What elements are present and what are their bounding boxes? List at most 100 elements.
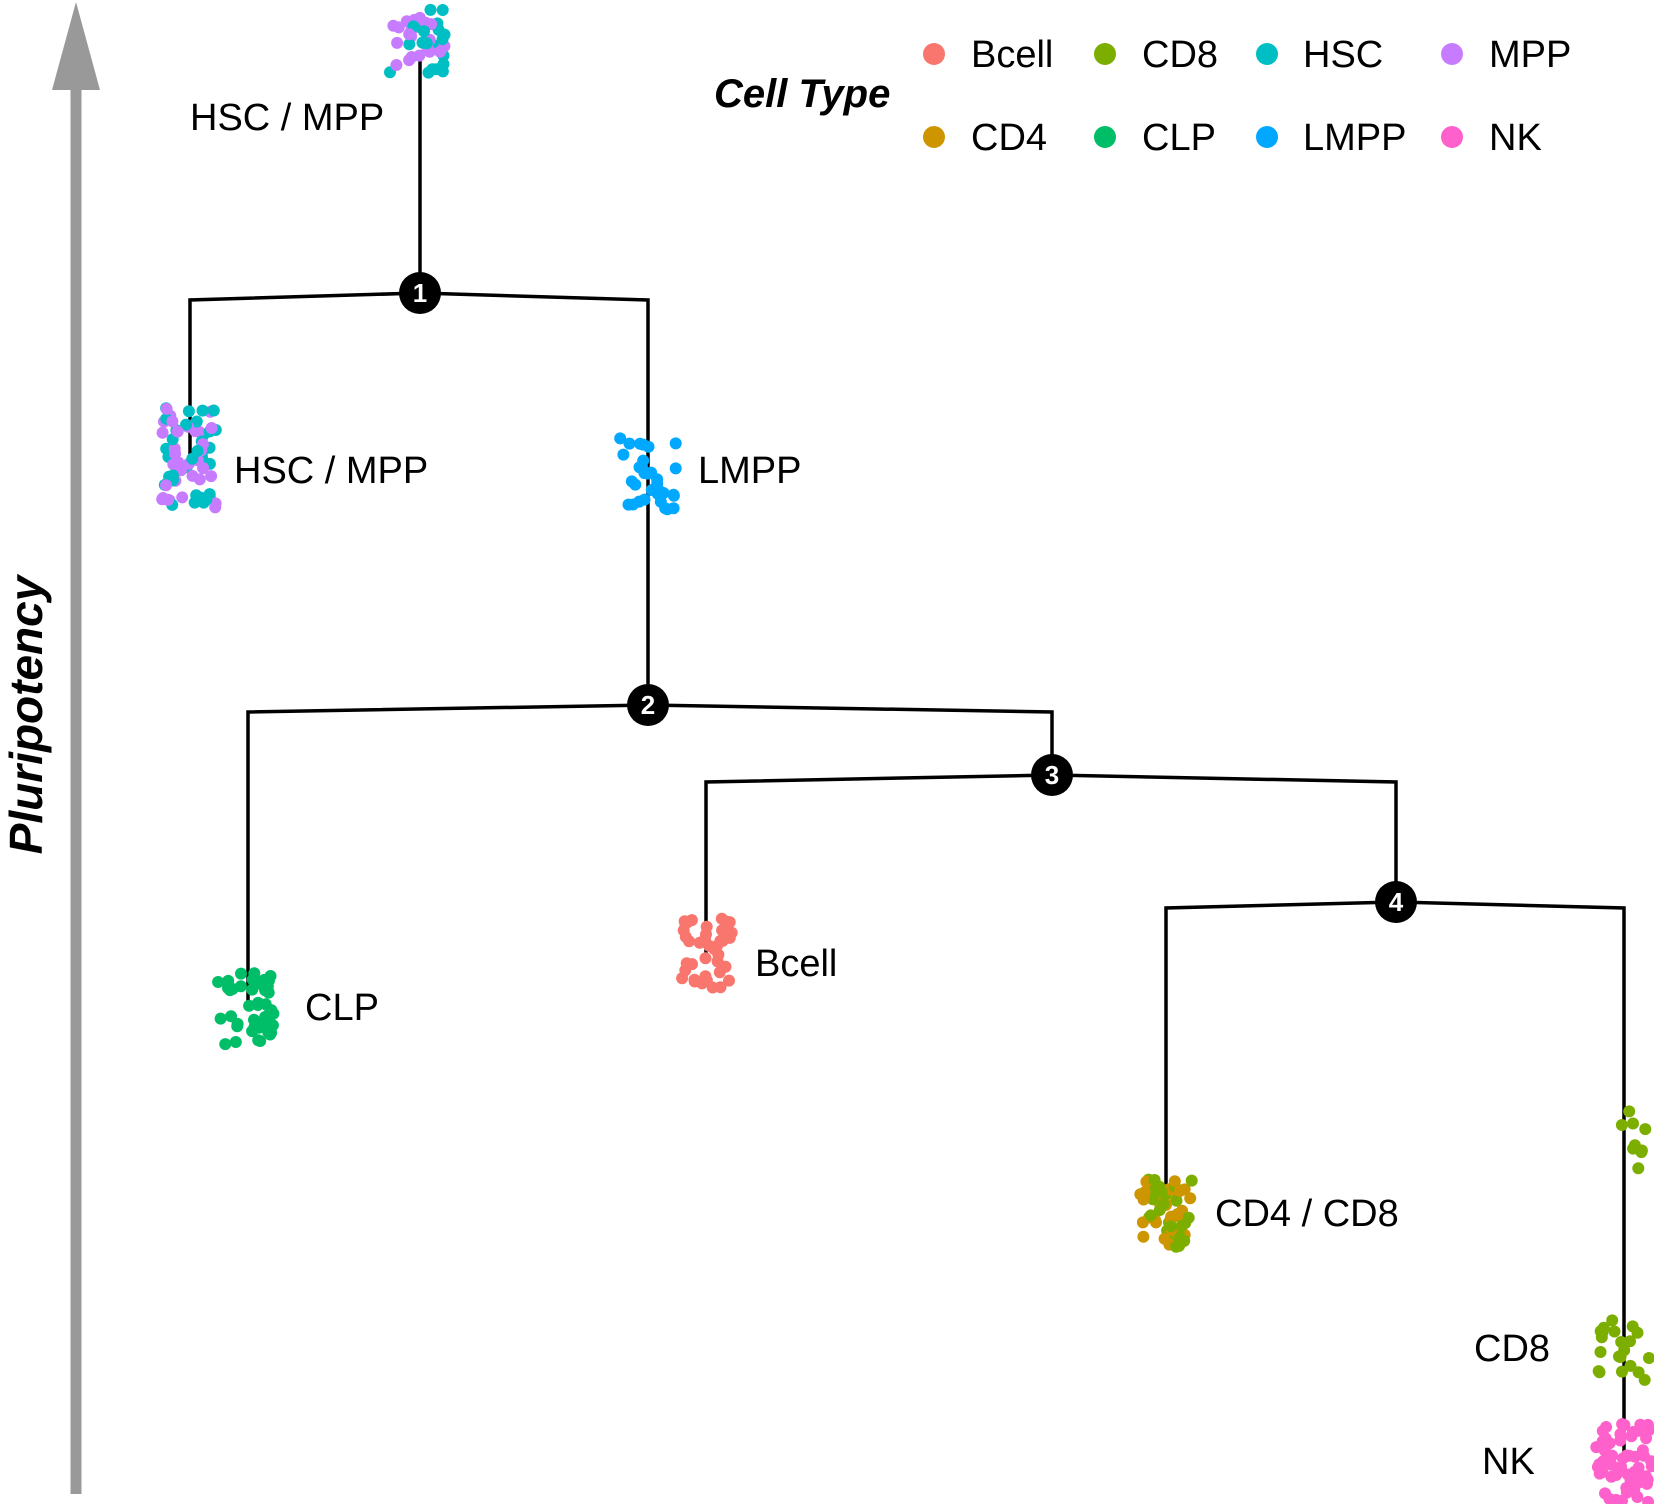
cell-point-nk — [1590, 1441, 1603, 1454]
branch-node-3: 3 — [1031, 754, 1073, 796]
cell-point-hsc — [420, 37, 433, 50]
cell-point-mpp — [205, 422, 218, 434]
branch-node-3-label: 3 — [1045, 760, 1059, 790]
legend: Cell Type Bcell CD8 HSC MPP CD4 CLP LMPP — [714, 34, 1571, 159]
cell-point-mpp — [387, 19, 400, 32]
cell-point-cd8 — [1627, 1117, 1639, 1130]
cell-point-cd8 — [1594, 1346, 1607, 1358]
cell-point-clp — [231, 1020, 244, 1033]
cell-point-mpp — [176, 491, 189, 504]
cell-point-mpp — [391, 36, 404, 49]
cluster-cd4-cd8 — [1134, 1173, 1198, 1253]
cell-point-mpp — [413, 49, 426, 62]
cell-point-hsc — [191, 444, 204, 457]
edge-node2-split — [246, 703, 1054, 1002]
cell-point-cd4 — [1136, 1216, 1149, 1229]
tree-edges — [188, 50, 1626, 1458]
cell-point-clp — [254, 1035, 267, 1047]
cluster-labels: HSC / MPP HSC / MPP LMPP CLP Bcell CD4 /… — [190, 97, 1550, 1483]
cell-point-cd8 — [1623, 1105, 1636, 1118]
cell-point-cd8 — [1175, 1219, 1188, 1232]
branch-node-1-label: 1 — [413, 278, 427, 308]
label-hsc-mpp: HSC / MPP — [234, 450, 428, 492]
cell-point-cd8 — [1165, 1220, 1178, 1233]
cell-point-hsc — [188, 496, 201, 509]
cluster-nk — [1590, 1418, 1654, 1504]
legend-title: Cell Type — [714, 72, 890, 116]
cell-point-bcell — [714, 981, 727, 994]
cell-point-nk — [1610, 1469, 1623, 1481]
cell-point-hsc — [424, 3, 437, 16]
cell-point-clp — [257, 1016, 270, 1029]
cell-point-cd8 — [1631, 1326, 1644, 1339]
cell-point-hsc — [430, 63, 443, 76]
cell-point-cd8 — [1639, 1123, 1652, 1136]
cell-point-mpp — [171, 425, 184, 438]
cell-point-nk — [1614, 1428, 1627, 1441]
cell-point-hsc — [190, 415, 203, 428]
cell-point-mpp — [160, 402, 173, 415]
cell-point-nk — [1640, 1432, 1653, 1445]
cell-point-cd8 — [1643, 1352, 1654, 1364]
cell-point-lmpp — [614, 432, 627, 445]
cell-point-clp — [248, 1013, 260, 1026]
cell-point-nk — [1645, 1460, 1654, 1473]
label-cd4-cd8: CD4 / CD8 — [1215, 1193, 1399, 1235]
legend-item-mpp: MPP — [1441, 34, 1571, 76]
cell-point-bcell — [716, 924, 729, 937]
axis-arrow-head — [52, 2, 100, 90]
cluster-clp — [212, 967, 280, 1051]
legend-swatch-cd8 — [1094, 43, 1116, 65]
cell-point-cd4 — [1137, 1193, 1150, 1206]
cell-point-cd8 — [1146, 1193, 1159, 1206]
legend-label-bcell: Bcell — [971, 34, 1053, 76]
cell-point-nk — [1633, 1476, 1646, 1489]
cell-point-cd8 — [1608, 1325, 1621, 1338]
cell-point-nk — [1627, 1426, 1639, 1438]
legend-swatch-lmpp — [1256, 126, 1278, 148]
cell-point-clp — [253, 977, 266, 990]
cell-point-mpp — [193, 425, 206, 438]
cell-point-cd8 — [1627, 1142, 1640, 1155]
cell-point-bcell — [700, 920, 713, 933]
cell-point-cd8 — [1624, 1335, 1636, 1348]
cell-point-lmpp — [669, 462, 682, 475]
label-bcell: Bcell — [755, 943, 837, 985]
legend-swatch-hsc — [1256, 43, 1278, 65]
cell-point-nk — [1591, 1461, 1604, 1473]
cell-point-hsc — [403, 38, 416, 51]
pluripotency-axis: Pluripotency — [0, 2, 100, 1494]
cell-point-nk — [1637, 1449, 1650, 1462]
label-root-hsc-mpp: HSC / MPP — [190, 97, 384, 139]
branch-node-4-label: 4 — [1389, 887, 1404, 917]
legend-swatch-nk — [1441, 126, 1463, 148]
cell-point-mpp — [197, 462, 210, 475]
cell-point-clp — [229, 1036, 242, 1048]
cell-point-bcell — [723, 974, 735, 987]
cell-point-nk — [1616, 1418, 1629, 1431]
label-cd8: CD8 — [1474, 1328, 1550, 1370]
cluster-lmpp — [614, 432, 682, 516]
cell-point-nk — [1596, 1425, 1609, 1437]
cell-point-bcell — [725, 926, 738, 939]
legend-swatch-mpp — [1441, 43, 1463, 65]
cell-point-lmpp — [629, 478, 642, 491]
cell-point-cd4 — [1173, 1185, 1186, 1197]
cell-point-lmpp — [638, 467, 651, 480]
legend-item-lmpp: LMPP — [1256, 117, 1406, 159]
cell-point-clp — [225, 1010, 237, 1023]
cell-point-lmpp — [623, 437, 636, 450]
cell-point-cd8 — [1148, 1174, 1161, 1186]
cell-point-cd8 — [1153, 1204, 1166, 1216]
cell-point-cd8 — [1632, 1162, 1645, 1175]
cell-point-cd8 — [1170, 1194, 1183, 1207]
legend-swatch-cd4 — [923, 126, 945, 148]
cell-point-clp — [243, 999, 256, 1012]
cell-point-cd8 — [1144, 1209, 1157, 1222]
cell-point-cd8 — [1155, 1186, 1168, 1198]
cell-point-nk — [1603, 1492, 1616, 1504]
cell-point-clp — [262, 1026, 275, 1039]
cell-clusters — [156, 3, 1654, 1504]
cell-point-lmpp — [633, 495, 646, 508]
